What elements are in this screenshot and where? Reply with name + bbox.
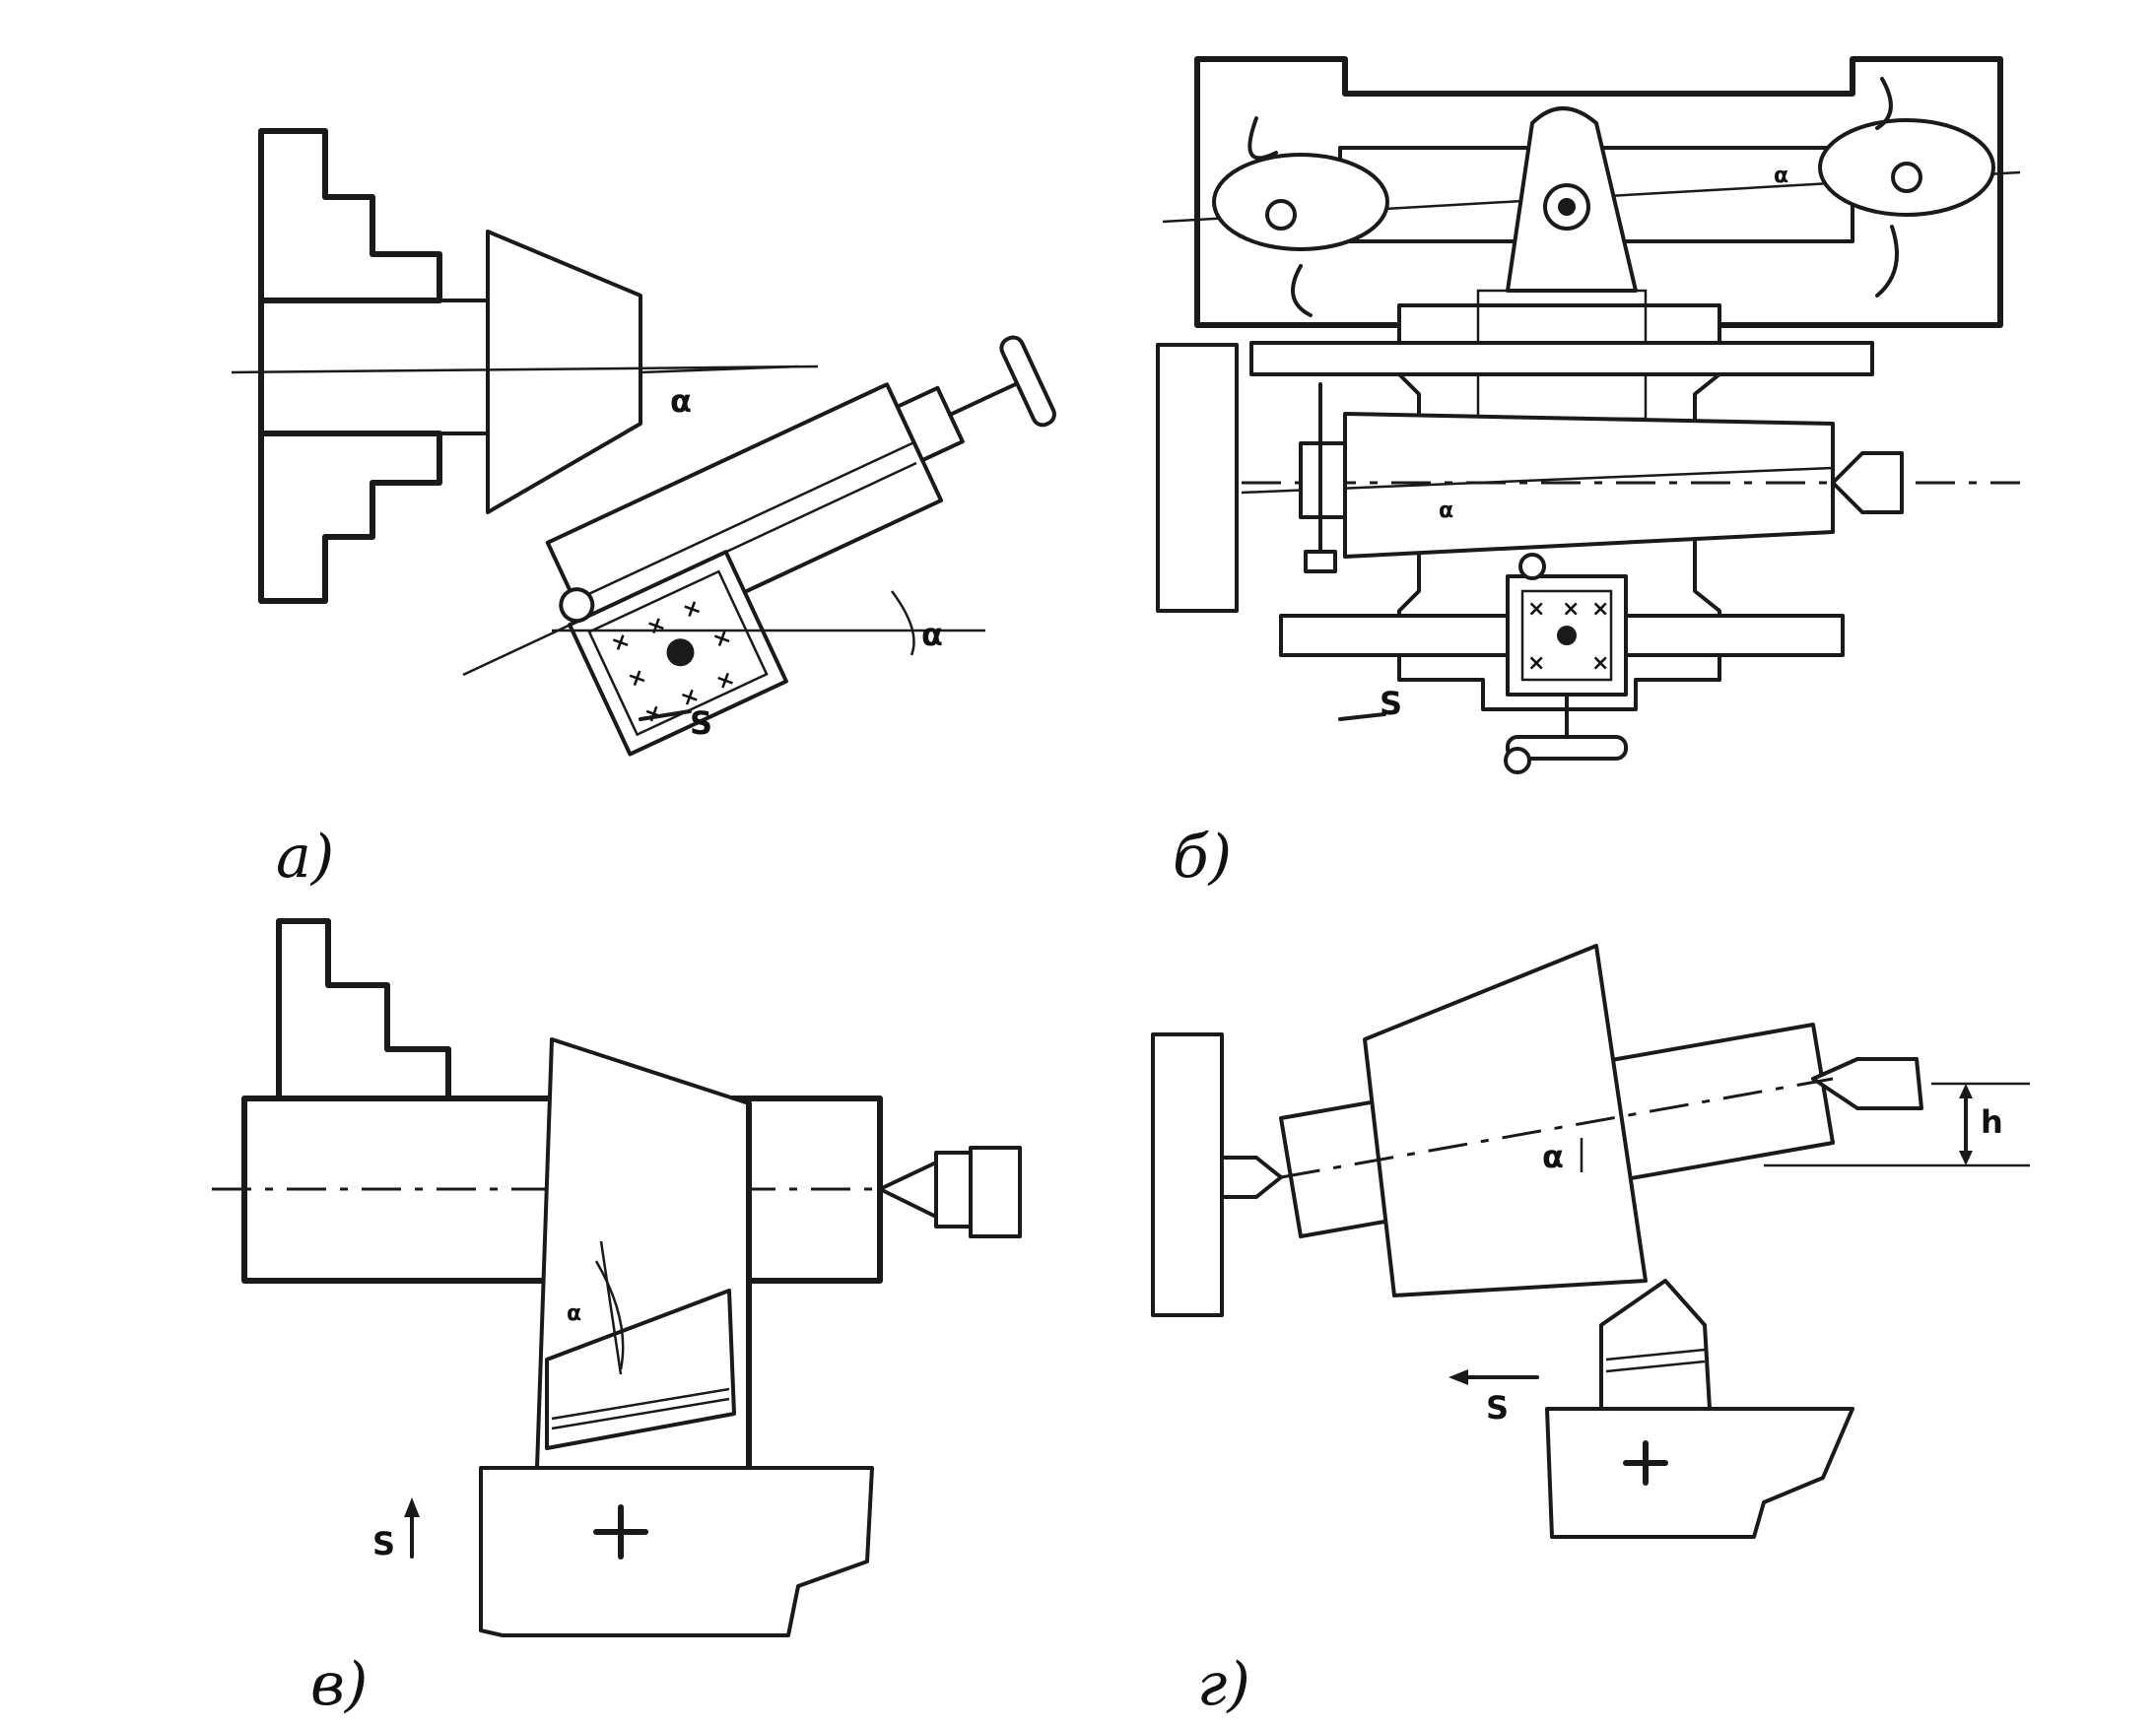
panel-g-alpha: α (1542, 1138, 1564, 1175)
panel-a-slide-axis (462, 461, 917, 677)
svg-text:×: × (1527, 651, 1545, 676)
panel-g-faceplate (1151, 1032, 1224, 1317)
panel-g-drawing: h α S г) (1151, 944, 2030, 1719)
panel-g-tail-center (1811, 1057, 1923, 1110)
panel-v-tool (545, 1289, 736, 1450)
panel-v-tail-center (878, 1161, 938, 1219)
panel-g-head-center (1220, 1156, 1283, 1199)
panel-g-label: г) (1197, 1650, 1250, 1719)
panel-a-label: а) (276, 823, 334, 892)
panel-b-alpha-axis: α (1439, 498, 1453, 523)
panel-b-feed-arrow (1338, 712, 1386, 721)
panel-b-upper-way (1249, 341, 1874, 376)
panel-g-h-symbol: h (1981, 1103, 2003, 1141)
panel-g-axis-line (1280, 1077, 1834, 1179)
panel-a-feed-symbol: S (690, 704, 712, 742)
svg-text:×: × (1591, 651, 1609, 676)
svg-text:×: × (1591, 597, 1609, 622)
panel-g-taper (1363, 944, 1648, 1297)
panel-a-shaft (259, 299, 490, 435)
panel-v-drawing: α S в) (212, 918, 1022, 1719)
panel-a-angle-arc (890, 590, 915, 656)
panel-a-drawing: × × × × × × × × α α S а) (231, 128, 1056, 892)
panel-a-feed-arrow (639, 709, 692, 721)
panel-a-compound-slide: × × × × × × × × (545, 335, 1056, 757)
panel-g-tool (1599, 1279, 1712, 1411)
panel-v-feed-symbol: S (372, 1525, 395, 1562)
svg-text:×: × (1527, 597, 1545, 622)
svg-text:×: × (1562, 597, 1580, 622)
panel-b-alpha-guide: α (1774, 164, 1788, 188)
panel-b-headstock (1156, 343, 1239, 613)
panel-a-alpha-top: α (670, 382, 692, 420)
panel-b-left-link (1212, 153, 1389, 251)
panel-a-angle-line (640, 365, 799, 374)
panel-v-slide-base (479, 1466, 874, 1637)
panel-g-feed-symbol: S (1486, 1389, 1509, 1427)
panel-b-tail-center (1831, 451, 1904, 514)
panel-b-drawing: × × × × × α α S б) (1156, 56, 2021, 892)
panel-b-feed-symbol: S (1380, 685, 1402, 722)
panel-b-label: б) (1173, 823, 1232, 892)
panel-a-chuck (258, 128, 442, 604)
panel-a-alpha-bottom: α (921, 616, 943, 653)
panel-v-chuck (276, 918, 451, 1101)
panel-a-axis-line (231, 365, 819, 374)
panel-g-slide-base (1545, 1407, 1854, 1539)
panel-v-alpha: α (567, 1301, 581, 1326)
panel-v-label: в) (310, 1650, 368, 1719)
panel-a-taper-workpiece (486, 230, 642, 514)
